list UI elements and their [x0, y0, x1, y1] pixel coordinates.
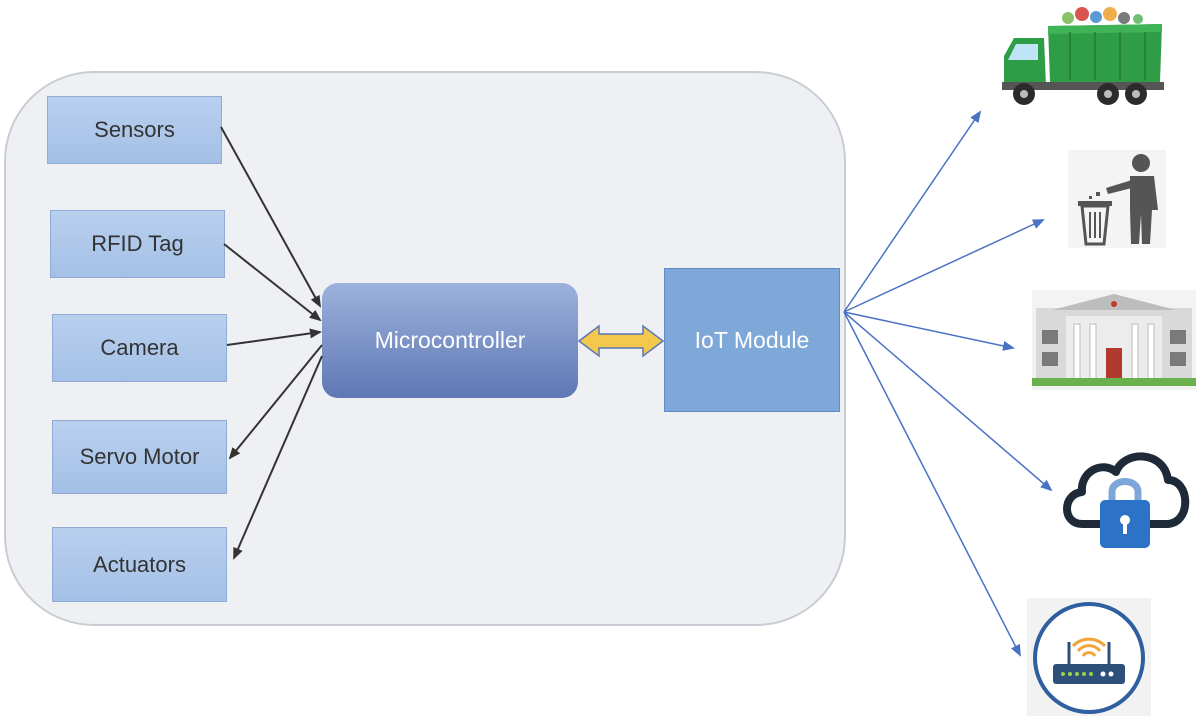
- camera-arrow: [226, 328, 322, 346]
- router-arrow: [843, 311, 1021, 657]
- rfid-arrow: [223, 243, 322, 322]
- government-building-icon: [1032, 290, 1196, 390]
- rfid-tag-box: RFID Tag: [50, 210, 225, 278]
- servo-motor-box: Servo Motor: [52, 420, 227, 494]
- sensors-arrow: [220, 126, 321, 308]
- sensors-box: Sensors: [47, 96, 222, 164]
- building-arrow: [843, 311, 1015, 351]
- actuators-box: Actuators: [52, 527, 227, 602]
- truck-arrow: [843, 110, 982, 313]
- actuators-arrow: [233, 355, 323, 560]
- microcontroller-box: Microcontroller: [322, 283, 578, 398]
- garbage-truck-icon: [1002, 7, 1164, 105]
- wifi-router-icon: [1027, 598, 1151, 716]
- servo-arrow: [228, 344, 323, 460]
- disposal-arrow: [843, 219, 1045, 313]
- trash-disposal-person-icon: [1068, 150, 1166, 248]
- cloud-arrow: [843, 311, 1053, 492]
- camera-box: Camera: [52, 314, 227, 382]
- bidirectional-arrow: [577, 324, 665, 358]
- iot-module-box: IoT Module: [664, 268, 840, 412]
- cloud-lock-icon: [1063, 452, 1190, 548]
